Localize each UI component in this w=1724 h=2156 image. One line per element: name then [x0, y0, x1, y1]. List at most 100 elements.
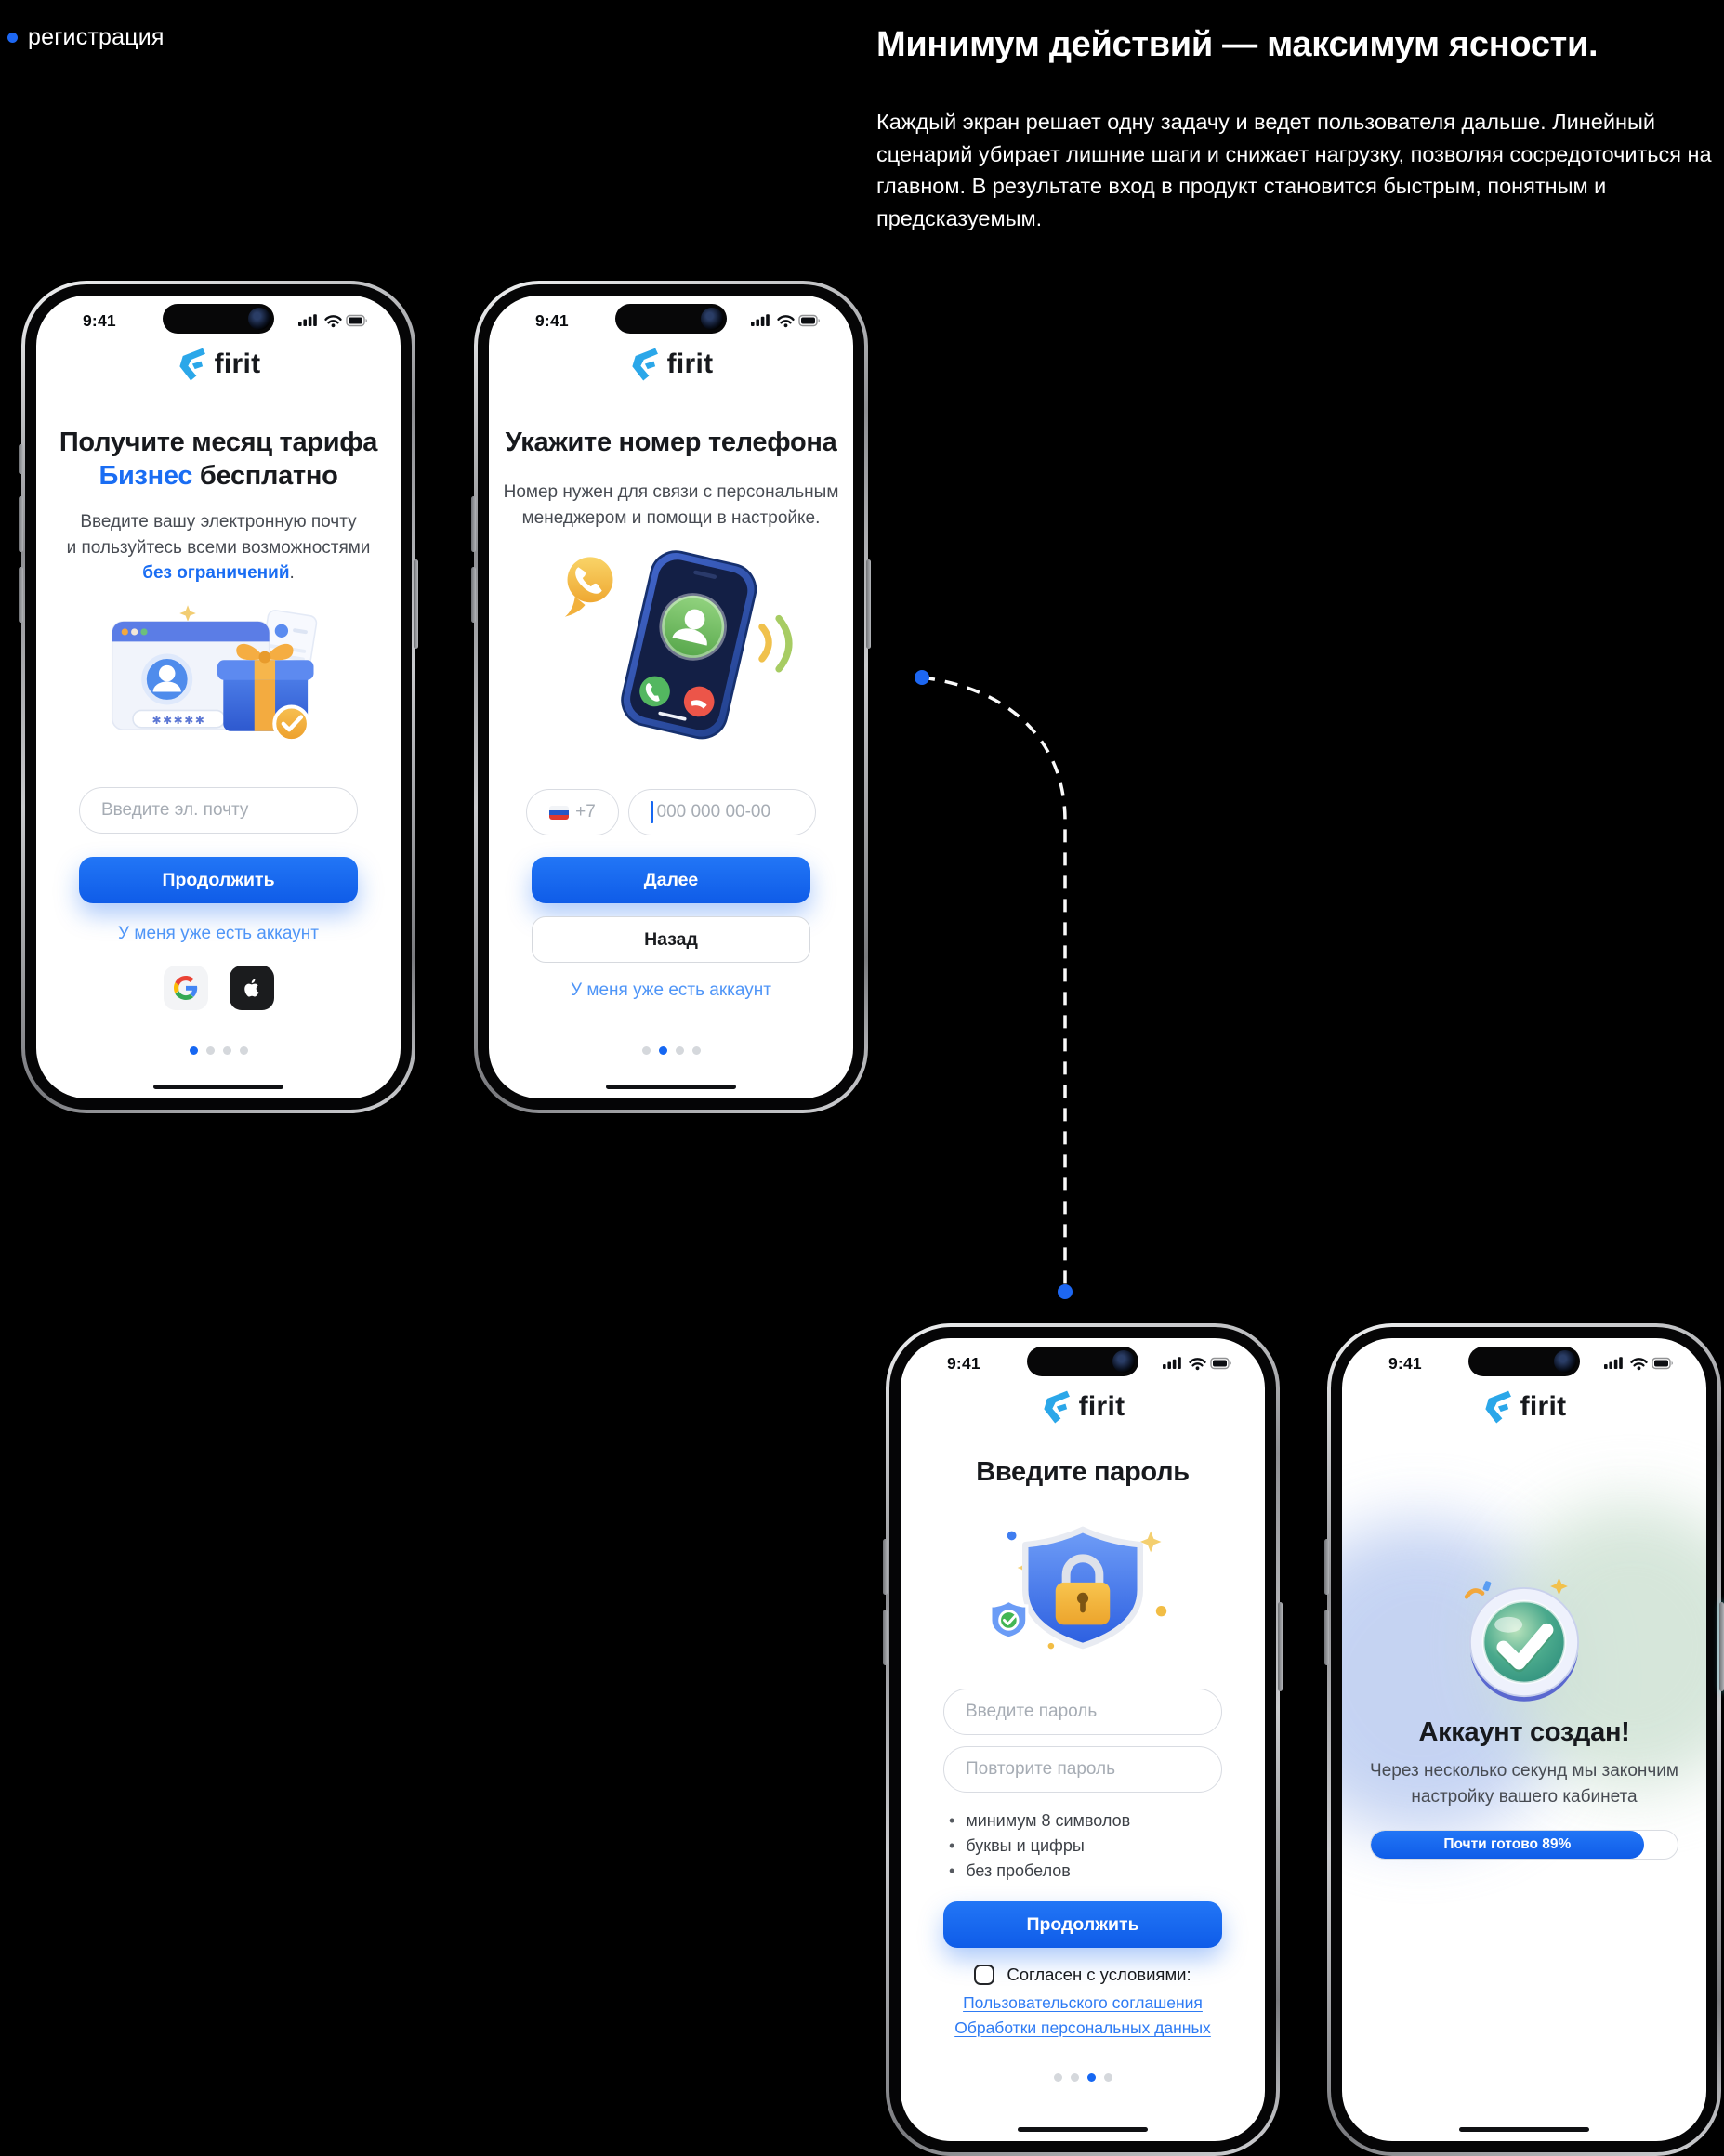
- firit-logo-icon: [1043, 1390, 1070, 1424]
- password-input[interactable]: [943, 1689, 1222, 1735]
- apple-icon: [243, 979, 258, 997]
- incoming-call-illustration: [489, 541, 853, 750]
- terms-checkbox[interactable]: [974, 1965, 995, 1985]
- continue-button[interactable]: Продолжить: [79, 857, 358, 903]
- status-bar: 9:41: [1342, 1351, 1706, 1375]
- svg-text:✱✱✱✱✱: ✱✱✱✱✱: [151, 714, 205, 727]
- apple-signin-button[interactable]: [229, 966, 274, 1010]
- dynamic-island: [1468, 1347, 1580, 1376]
- mini-shield-check: [989, 1598, 1029, 1640]
- status-time: 9:41: [1388, 1353, 1422, 1373]
- front-camera-icon: [248, 308, 270, 330]
- brand-name: firit: [214, 348, 261, 379]
- terms-consent-row: Согласен с условиями:: [901, 1965, 1265, 1985]
- answer-call-icon: [639, 676, 670, 707]
- sound-waves-icon: [758, 614, 793, 673]
- title-accent: Бизнес: [99, 461, 193, 491]
- gift-box: [217, 643, 313, 742]
- progress-fill: Почти готово 89%: [1371, 1831, 1644, 1859]
- status-time: 9:41: [83, 310, 116, 330]
- russia-flag-icon: [549, 805, 570, 820]
- brand-logo: firit: [1342, 1388, 1706, 1426]
- country-code-select[interactable]: +7: [526, 789, 619, 835]
- social-login-row: [36, 966, 401, 1010]
- have-account-link[interactable]: У меня уже есть аккаунт: [571, 980, 771, 1000]
- page-indicator: [489, 1046, 853, 1055]
- power-button: [414, 559, 418, 649]
- screen-subtitle: Номер нужен для связи с персональным мен…: [503, 482, 839, 528]
- home-indicator[interactable]: [606, 1085, 736, 1089]
- email-input[interactable]: [79, 787, 358, 834]
- power-button: [1719, 1602, 1724, 1691]
- progress-label: Почти готово 89%: [1443, 1836, 1572, 1852]
- status-icons: [1604, 1357, 1673, 1371]
- bullet-dot-icon: [7, 33, 18, 43]
- terms-label: Согласен с условиями:: [1007, 1965, 1191, 1984]
- front-camera-icon: [701, 308, 723, 330]
- chat-bubble-icon: [564, 557, 613, 617]
- brand-name: firit: [1520, 1391, 1567, 1422]
- status-time: 9:41: [947, 1353, 980, 1373]
- action-button: [19, 444, 23, 474]
- power-button: [866, 559, 871, 649]
- volume-up-button: [471, 496, 476, 552]
- status-bar: 9:41: [36, 309, 401, 333]
- wifi-icon: [324, 315, 342, 324]
- page-description: Каждый экран решает одну задачу и ведет …: [876, 110, 1712, 230]
- volume-down-button: [1324, 1610, 1329, 1665]
- brand-logo: firit: [489, 346, 853, 383]
- lock-shackle: [1061, 1554, 1104, 1590]
- personal-data-link[interactable]: Обработки персональных данных: [954, 2018, 1211, 2037]
- home-indicator[interactable]: [153, 1085, 283, 1089]
- have-account-link[interactable]: У меня уже есть аккаунт: [118, 924, 319, 943]
- home-indicator[interactable]: [1018, 2127, 1148, 2132]
- firit-logo-icon: [631, 348, 658, 381]
- back-button[interactable]: Назад: [532, 916, 810, 963]
- volume-down-button: [471, 567, 476, 623]
- flow-connector: [915, 670, 1073, 1299]
- brand-logo: firit: [36, 346, 401, 383]
- confetti: [1464, 1588, 1485, 1599]
- cell-signal-icon: [298, 314, 317, 326]
- status-time: 9:41: [535, 310, 569, 330]
- brand-name: firit: [666, 348, 714, 379]
- status-icons: [1163, 1357, 1231, 1371]
- repeat-password-input[interactable]: [943, 1746, 1222, 1793]
- section-label: регистрация: [7, 24, 165, 51]
- progress-bar: Почти готово 89%: [1370, 1830, 1678, 1860]
- front-camera-icon: [1112, 1350, 1135, 1373]
- password-rules: •минимум 8 символов •буквы и цифры •без …: [949, 1811, 1131, 1880]
- dynamic-island: [163, 304, 274, 334]
- next-button[interactable]: Далее: [532, 857, 810, 903]
- google-signin-button[interactable]: [163, 966, 208, 1010]
- status-icons: [751, 314, 820, 328]
- gift-signup-illustration: ✱✱✱✱✱: [36, 602, 401, 742]
- security-shield-illustration: [901, 1511, 1265, 1664]
- firit-logo-icon: [1484, 1390, 1511, 1424]
- brand-logo: firit: [901, 1388, 1265, 1426]
- user-agreement-link[interactable]: Пользовательского соглашения: [963, 1993, 1203, 2012]
- screen-title: Введите пароль: [976, 1457, 1190, 1487]
- status-bar: 9:41: [489, 309, 853, 333]
- screen-subtitle: Через несколько секунд мы закончим настр…: [1370, 1761, 1678, 1807]
- check-badge-icon: [271, 704, 310, 742]
- screen-title: Получите месяц тарифа Бизнес бесплатно: [59, 427, 378, 491]
- phone-number-input[interactable]: 000 000 00-00: [628, 789, 816, 835]
- sparkle-icon: [1550, 1577, 1568, 1596]
- calling-phone: [621, 550, 757, 740]
- status-bar: 9:41: [901, 1351, 1265, 1375]
- sparkle-icon: [1139, 1531, 1162, 1553]
- page-indicator: [36, 1046, 401, 1055]
- volume-up-button: [883, 1539, 888, 1595]
- screen-title: Укажите номер телефона: [505, 427, 837, 457]
- section-label-text: регистрация: [28, 24, 165, 50]
- iphone-mockup-password: 9:41 firit Введите пароль: [883, 1323, 1283, 2156]
- volume-down-button: [19, 567, 23, 623]
- home-indicator[interactable]: [1459, 2127, 1589, 2132]
- dynamic-island: [615, 304, 727, 334]
- dynamic-island: [1027, 1347, 1138, 1376]
- continue-button[interactable]: Продолжить: [943, 1901, 1222, 1948]
- iphone-mockup-email: 9:41 firi: [19, 281, 418, 1113]
- volume-up-button: [19, 496, 23, 552]
- brand-name: firit: [1078, 1391, 1125, 1422]
